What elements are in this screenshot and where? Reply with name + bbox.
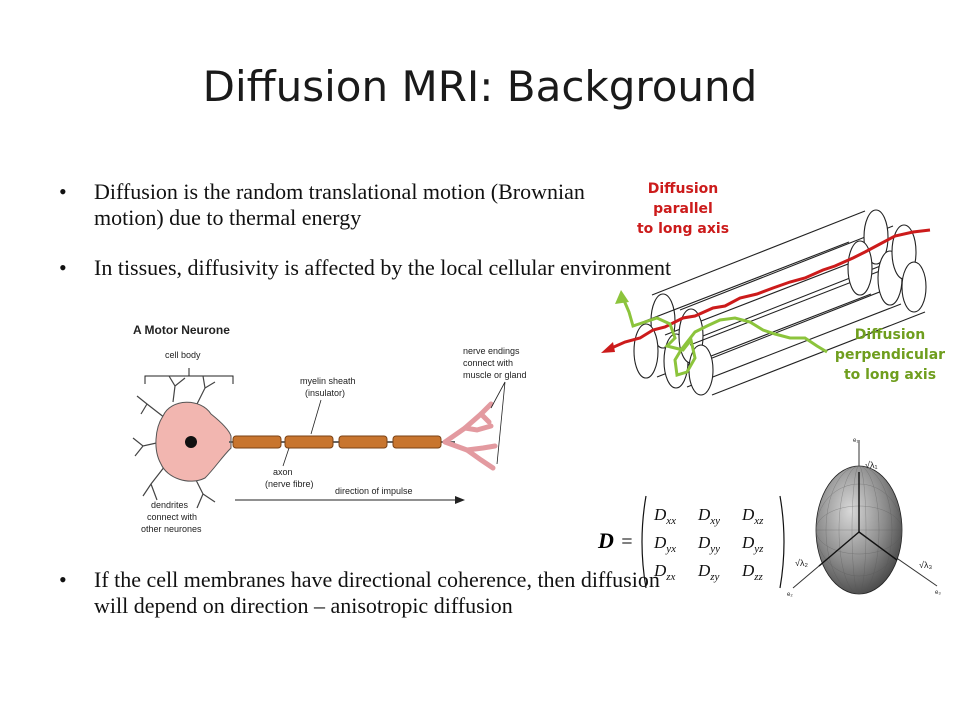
tensor-symbol: D [597,528,614,553]
dendrites-label-1: dendrites [151,500,189,510]
nerve-label-1: nerve endings [463,346,520,356]
perpendicular-diffusion-path [621,297,828,377]
perpendicular-diffusion-label: Diffusion perpendicular to long axis [834,327,946,383]
neuron-title: A Motor Neurone [133,323,230,337]
parallel-diffusion-path [606,228,931,352]
nerve-endings [442,401,498,471]
red-arrowhead [601,342,615,353]
myelin-label-1: myelin sheath [300,376,356,386]
motor-neurone-diagram: A Motor Neurone cell body [132,323,527,534]
axis-edge-e1: e₁ [853,438,858,444]
tensor-equals: = [620,531,634,553]
tensor-cell-yz: Dyz [741,533,764,555]
axon-label-2: (nerve fibre) [265,479,314,489]
bullet-dot: • [59,179,67,204]
dendrites-label-2: connect with [147,512,197,522]
tensor-cell-zy: Dzy [697,561,720,583]
axis-label-lambda2: √λ₂ [795,558,808,568]
bullet-dot: • [59,567,67,592]
slide-title: Diffusion MRI: Background [202,62,758,111]
fiber-cylinder [688,261,926,396]
bullet-text: In tissues, diffusivity is affected by t… [94,255,672,280]
bullet-dot: • [59,255,67,280]
direction-label: direction of impulse [335,486,413,496]
tensor-cell-zz: Dzz [741,561,764,583]
diffusion-tensor-matrix: D = Dxx Dxy Dxz Dyx Dyy Dyz Dzx Dzy Dzz [597,495,785,589]
axis-edge-e2: e₂ [787,592,793,598]
nucleus [185,436,197,448]
green-arrowhead [615,290,629,304]
myelin-sheath [232,435,442,449]
axis-label-lambda1: √λ₁ [865,460,877,470]
bullet-tissue-diffusivity: • In tissues, diffusivity is affected by… [59,255,674,281]
myelin-label-2: (insulator) [305,388,345,398]
bullet-anisotropic: • If the cell membranes have directional… [59,567,674,619]
axis-label-lambda3: √λ₃ [919,560,932,570]
tensor-cell-xx: Dxx [653,505,676,527]
tensor-cell-xz: Dxz [741,505,764,527]
tensor-cell-yx: Dyx [653,533,676,555]
dendrites [132,375,216,509]
axon-label-1: axon [273,467,293,477]
tensor-cell-zx: Dzx [653,561,676,583]
diffusion-ellipsoid: √λ₁ √λ₂ √λ₃ e₁ e₂ e₃ [787,438,941,598]
bullet-text: Diffusion is the random translational mo… [94,179,585,230]
parallel-diffusion-label: Diffusion parallel to long axis [636,181,730,237]
nerve-label-2: connect with [463,358,513,368]
fiber-bundle-diagram [601,209,931,396]
bullet-text: If the cell membranes have directional c… [94,567,660,618]
tensor-cell-xy: Dxy [697,505,720,527]
axis-edge-e3: e₃ [935,590,941,596]
tensor-cell-yy: Dyy [697,533,720,555]
cell-body-label: cell body [165,350,201,360]
bullet-diffusion-definition: • Diffusion is the random translational … [59,179,634,231]
dendrites-label-3: other neurones [141,524,202,534]
nerve-label-3: muscle or gland [463,370,527,380]
